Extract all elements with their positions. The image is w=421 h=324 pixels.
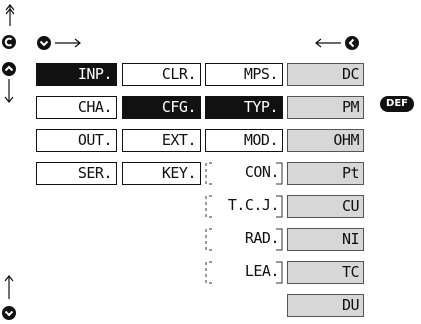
menu-item-inp[interactable]: INP. [36, 63, 117, 86]
menu-item-clr[interactable]: CLR. [122, 63, 201, 86]
double-up-arrow-icon[interactable] [4, 2, 16, 28]
option-ni[interactable]: NI [287, 228, 364, 251]
menu-item-cfg[interactable]: CFG. [122, 96, 201, 119]
option-du[interactable]: DU [287, 294, 364, 317]
menu-item-mod[interactable]: MOD. [205, 129, 283, 152]
menu-item-label: T.C.J. [227, 196, 280, 214]
option-ohm[interactable]: OHM [287, 129, 364, 152]
dashed-bracket [205, 195, 283, 218]
dashed-bracket [205, 162, 283, 185]
down-arrow-icon [4, 79, 14, 103]
enter-circle-icon[interactable] [1, 34, 17, 50]
menu-item-mps[interactable]: MPS. [205, 63, 283, 86]
up-arrow-icon [4, 275, 14, 299]
menu-item-cha[interactable]: CHA. [36, 96, 117, 119]
down-circle-icon[interactable] [1, 305, 17, 321]
menu-item-ext[interactable]: EXT. [122, 129, 201, 152]
menu-item-label: RAD. [244, 229, 280, 247]
menu-item-label: CON. [244, 163, 280, 181]
option-pt[interactable]: Pt [287, 162, 364, 185]
menu-item-ser[interactable]: SER. [36, 162, 117, 185]
menu-item-rad[interactable]: RAD. [205, 228, 283, 251]
menu-item-lea[interactable]: LEA. [205, 261, 283, 284]
dashed-bracket [205, 261, 283, 284]
left-circle-icon[interactable] [344, 35, 360, 51]
option-dc[interactable]: DC [287, 63, 364, 86]
menu-item-key[interactable]: KEY. [122, 162, 201, 185]
up-circle-icon[interactable] [1, 61, 17, 77]
menu-item-label: LEA. [244, 262, 280, 280]
left-arrow-icon [315, 38, 341, 48]
menu-item-con[interactable]: CON. [205, 162, 283, 185]
right-arrow-icon [55, 38, 81, 48]
dashed-bracket [205, 228, 283, 251]
option-pm[interactable]: PM [287, 96, 364, 119]
menu-item-out[interactable]: OUT. [36, 129, 117, 152]
default-badge: DEF [380, 96, 414, 112]
menu-item-tcj[interactable]: T.C.J. [205, 195, 283, 218]
option-cu[interactable]: CU [287, 195, 364, 218]
menu-item-typ[interactable]: TYP. [205, 96, 283, 119]
option-tc[interactable]: TC [287, 261, 364, 284]
down-circle-icon[interactable] [36, 35, 52, 51]
